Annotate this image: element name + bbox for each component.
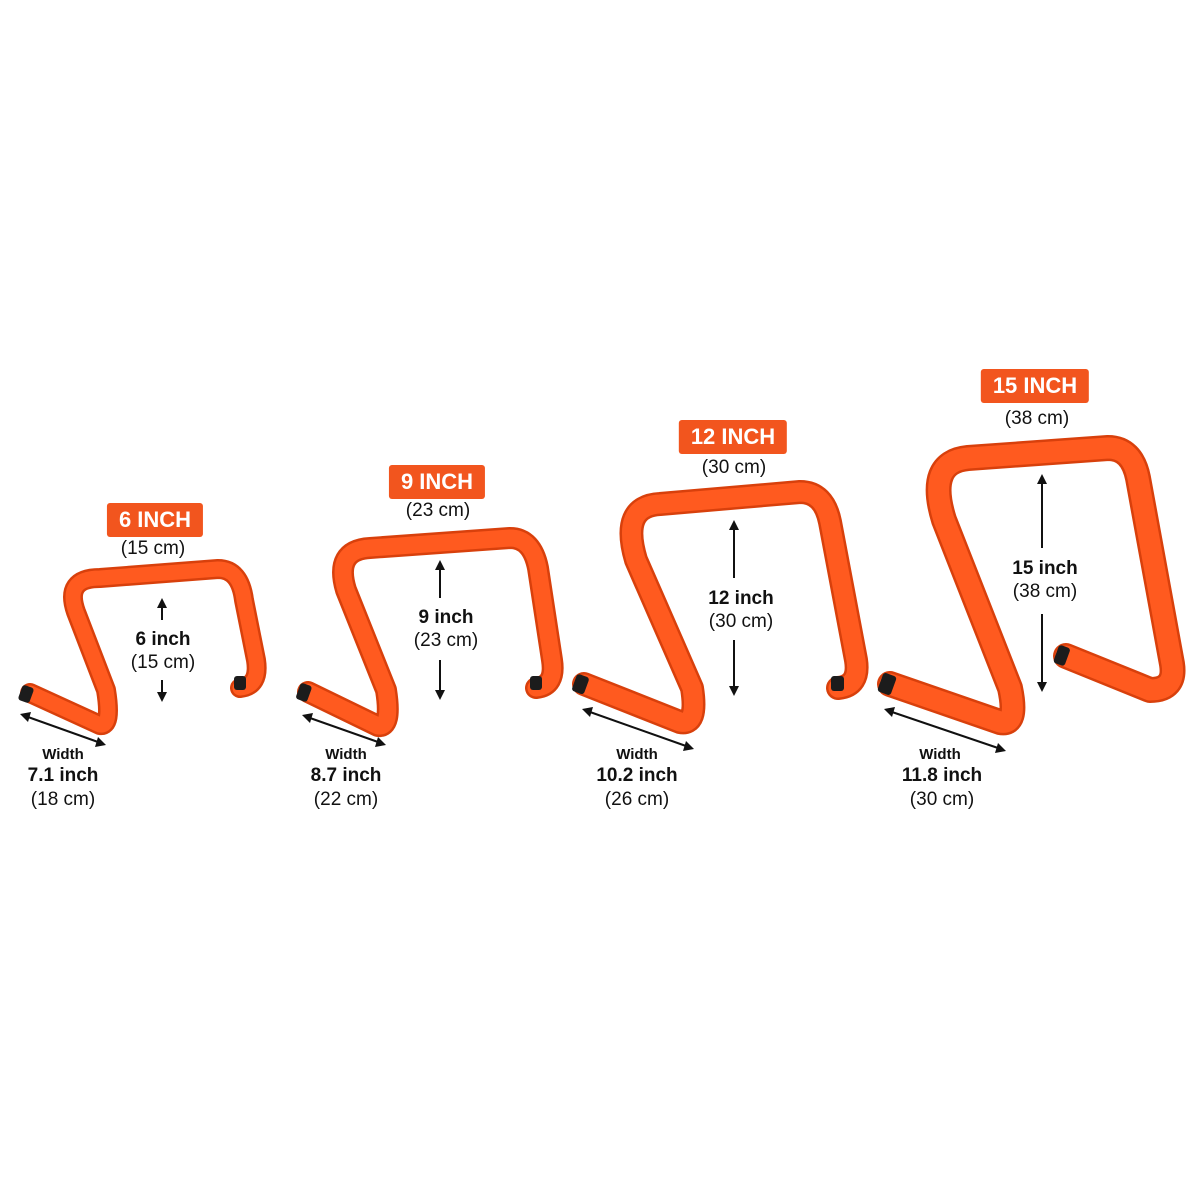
size-badge-12-inch: 12 INCH: [678, 420, 788, 455]
width-arrow-9: [302, 713, 386, 747]
size-badge-15-inch: 15 INCH: [980, 369, 1090, 404]
height-label: 6 inch: [135, 629, 191, 650]
height-label: 12 inch: [708, 588, 774, 609]
end-cap: [1053, 645, 1070, 666]
height-label: 9 inch: [418, 607, 474, 628]
end-cap: [530, 676, 542, 690]
height-metric: (38 cm): [1012, 581, 1078, 602]
width-metric: (26 cm): [604, 789, 670, 810]
height-metric: (30 cm): [708, 611, 774, 632]
size-badge-metric: (23 cm): [405, 500, 471, 521]
width-word: Width: [42, 746, 84, 763]
width-word: Width: [616, 746, 658, 763]
height-arrow-12: [729, 520, 739, 696]
end-cap: [572, 674, 589, 695]
end-cap: [234, 676, 246, 690]
width-metric: (30 cm): [909, 789, 975, 810]
width-label: 7.1 inch: [27, 765, 99, 786]
end-cap: [296, 683, 312, 702]
width-word: Width: [919, 746, 961, 763]
width-arrow-12: [582, 707, 694, 751]
end-cap: [877, 673, 897, 695]
size-badge-9-inch: 9 INCH: [388, 465, 486, 500]
width-arrow-6: [20, 712, 106, 747]
end-cap: [18, 685, 34, 703]
height-metric: (23 cm): [413, 630, 479, 651]
width-word: Width: [325, 746, 367, 763]
width-metric: (22 cm): [313, 789, 379, 810]
size-badge-metric: (15 cm): [120, 538, 186, 559]
height-arrow-9: [435, 560, 445, 700]
size-badge-metric: (30 cm): [701, 457, 767, 478]
width-arrow-15: [884, 707, 1006, 753]
height-arrow-15: [1037, 474, 1047, 692]
end-cap: [831, 676, 844, 691]
width-label: 10.2 inch: [596, 765, 678, 786]
size-badge-metric: (38 cm): [1004, 408, 1070, 429]
height-arrow-6: [157, 598, 167, 702]
height-metric: (15 cm): [130, 652, 196, 673]
width-metric: (18 cm): [30, 789, 96, 810]
width-label: 8.7 inch: [310, 765, 382, 786]
height-label: 15 inch: [1012, 558, 1078, 579]
size-badge-6-inch: 6 INCH: [106, 503, 204, 538]
width-label: 11.8 inch: [901, 765, 983, 786]
